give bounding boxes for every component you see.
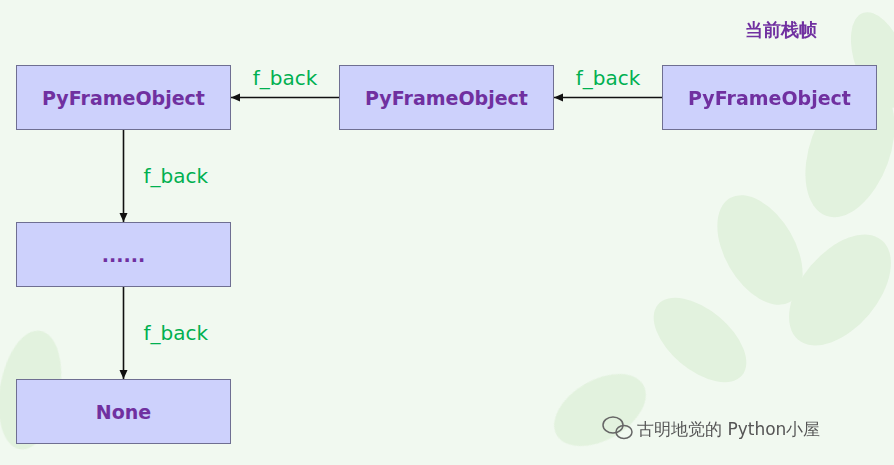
edge-label: f_back — [574, 66, 643, 90]
watermark: 古明地觉的 Python小屋 — [637, 418, 820, 441]
edge-label: f_back — [142, 321, 211, 345]
f-back-arrow — [123, 287, 125, 379]
frame-heading: 当前栈帧 — [745, 18, 817, 42]
frame-label: PyFrameObject — [688, 87, 851, 109]
frame-label: PyFrameObject — [42, 87, 205, 109]
f-back-arrow — [554, 97, 662, 99]
f-back-arrow — [123, 130, 125, 222]
frame-box: PyFrameObject — [16, 65, 231, 130]
frame-label: None — [96, 401, 151, 423]
edge-label: f_back — [142, 164, 211, 188]
wechat-icon — [603, 417, 632, 439]
f-back-arrow — [231, 97, 339, 99]
frame-box: None — [16, 379, 231, 444]
edge-label: f_back — [251, 66, 320, 90]
frame-label: PyFrameObject — [365, 87, 528, 109]
frame-box: 当前栈帧PyFrameObject — [662, 65, 877, 130]
frame-box: PyFrameObject — [339, 65, 554, 130]
frame-label: ...... — [102, 244, 145, 266]
frame-box: ...... — [16, 222, 231, 287]
